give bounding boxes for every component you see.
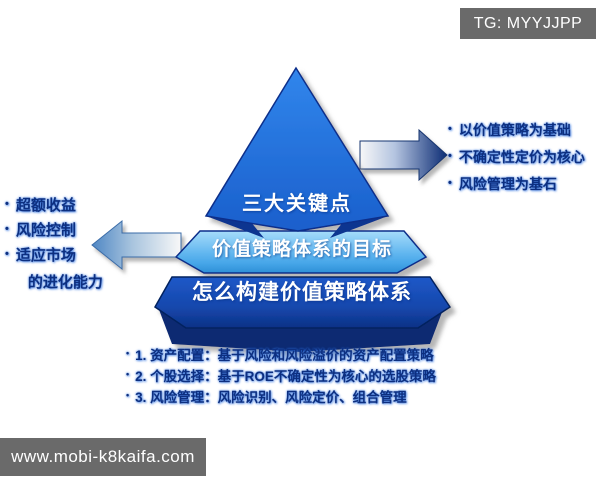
list-item-label: 以价值策略为基础 (458, 121, 571, 138)
bullet-dot-icon: • (126, 348, 130, 358)
list-item: • 以价值策略为基础 (448, 116, 585, 143)
tg-badge: TG: MYYJJPP (460, 8, 596, 39)
bullet-dot-icon: • (5, 248, 9, 260)
pyramid-top-triangle (204, 66, 390, 232)
pyramid-bottom-band (154, 276, 452, 329)
bullet-dot-icon: • (5, 223, 9, 235)
list-item-label: 超额收益 (15, 197, 76, 214)
bullet-dot-icon: • (5, 198, 9, 210)
bullet-dot-icon: • (448, 177, 452, 189)
list-item: • 不确定性定价为核心 (448, 143, 585, 170)
bullet-dot-icon: • (126, 390, 130, 400)
list-item-continuation: • 的进化能力 (17, 269, 103, 294)
bullet-dot-icon: • (448, 123, 452, 135)
list-item: • 风险管理为基石 (448, 170, 585, 197)
list-item-label: 风险控制 (15, 222, 76, 239)
list-item-label: 2. 个股选择：基于ROE不确定性为核心的选股策略 (135, 368, 436, 384)
bullet-dot-icon: • (448, 150, 452, 162)
list-item: • 风险控制 (5, 217, 103, 242)
list-item: • 1. 资产配置：基于风险和风险溢价的资产配置策略 (126, 343, 436, 364)
list-item: • 适应市场 (5, 242, 103, 267)
pyramid-level-1-label: 三大关键点 (242, 193, 352, 215)
list-item: • 3. 风险管理：风险识别、风险定价、组合管理 (126, 385, 436, 406)
list-item-label: 不确定性定价为核心 (458, 148, 585, 165)
list-item: • 2. 个股选择：基于ROE不确定性为核心的选股策略 (126, 364, 436, 385)
left-points-list: • 超额收益 • 风险控制 • 适应市场 • 的进化能力 (5, 192, 103, 294)
list-item-label: 3. 风险管理：风险识别、风险定价、组合管理 (135, 389, 407, 405)
bullet-dot-icon: • (126, 369, 130, 379)
list-item-label: 风险管理为基石 (458, 175, 557, 192)
right-points-list: • 以价值策略为基础 • 不确定性定价为核心 • 风险管理为基石 (448, 116, 585, 197)
pyramid-middle-band (174, 230, 428, 274)
list-item-label: 适应市场 (15, 247, 76, 264)
bottom-points-list: • 1. 资产配置：基于风险和风险溢价的资产配置策略 • 2. 个股选择：基于R… (126, 343, 436, 406)
pyramid-level-2-label: 价值策略体系的目标 (211, 239, 392, 260)
list-item-label: 1. 资产配置：基于风险和风险溢价的资产配置策略 (135, 347, 434, 363)
pyramid-level-3-label: 怎么构建价值策略体系 (192, 281, 412, 304)
left-arrow (91, 219, 182, 271)
website-badge: www.mobi-k8kaifa.com (0, 438, 206, 476)
pyramid-graphic (154, 66, 452, 352)
list-item-label: 的进化能力 (27, 274, 103, 291)
right-arrow (359, 128, 448, 182)
list-item: • 超额收益 (5, 192, 103, 217)
